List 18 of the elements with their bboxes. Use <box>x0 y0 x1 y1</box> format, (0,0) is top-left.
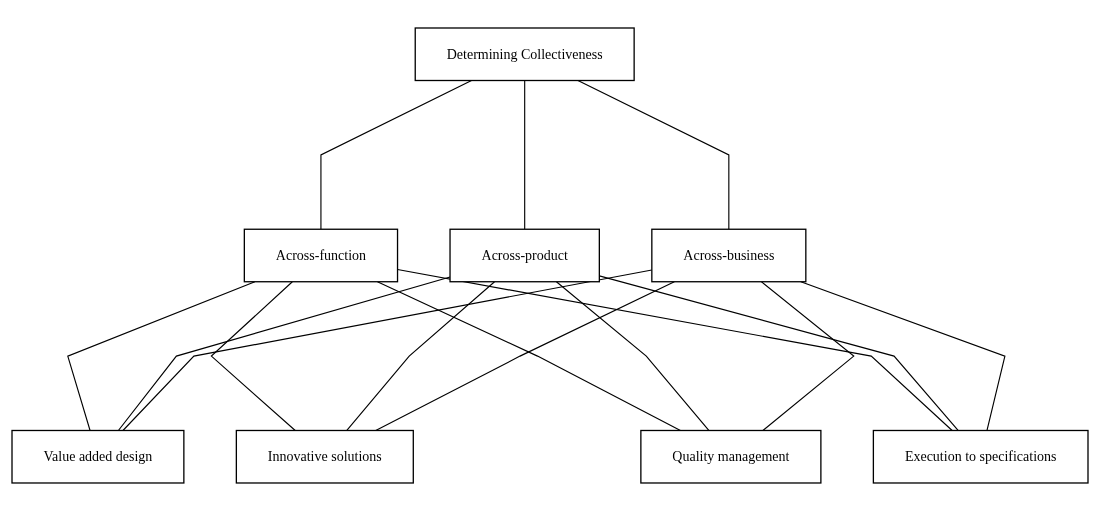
node-box: Across-product <box>449 228 600 283</box>
connector <box>760 281 855 432</box>
connector <box>555 281 710 432</box>
connector <box>320 79 473 230</box>
node-box: Quality management <box>640 429 822 484</box>
node-box: Across-business <box>651 228 807 283</box>
node-box: Across-function <box>243 228 399 283</box>
node-box: Innovative solutions <box>235 429 414 484</box>
node-box: Execution to specifications <box>872 429 1089 484</box>
connector <box>117 276 451 432</box>
connector <box>577 79 730 230</box>
connector <box>210 281 296 432</box>
connector <box>524 79 526 230</box>
node-box: Determining Collectiveness <box>414 27 635 82</box>
connector <box>800 281 1006 432</box>
node-box: Value added design <box>11 429 185 484</box>
connector <box>346 281 496 432</box>
connector <box>67 281 256 432</box>
